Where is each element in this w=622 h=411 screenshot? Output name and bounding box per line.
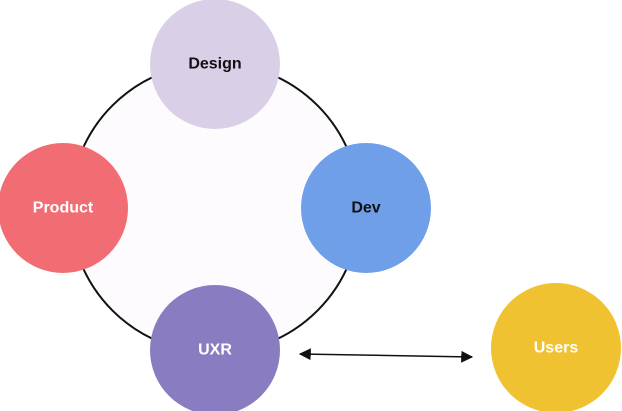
node-uxr[interactable]: UXR xyxy=(150,285,280,411)
dev-circle xyxy=(301,143,431,273)
design-label: Design xyxy=(188,56,241,73)
node-users[interactable]: Users xyxy=(491,283,621,411)
users-circle xyxy=(491,283,621,411)
node-product[interactable]: Product xyxy=(0,143,128,273)
dev-label: Dev xyxy=(351,200,380,217)
product-circle xyxy=(0,143,128,273)
users-label: Users xyxy=(534,340,579,357)
design-circle xyxy=(150,0,280,129)
product-label: Product xyxy=(33,200,94,217)
uxr-circle xyxy=(150,285,280,411)
uxr-users-arrow xyxy=(298,348,474,363)
uxr-label: UXR xyxy=(198,342,232,359)
node-design[interactable]: Design xyxy=(150,0,280,129)
node-dev[interactable]: Dev xyxy=(301,143,431,273)
